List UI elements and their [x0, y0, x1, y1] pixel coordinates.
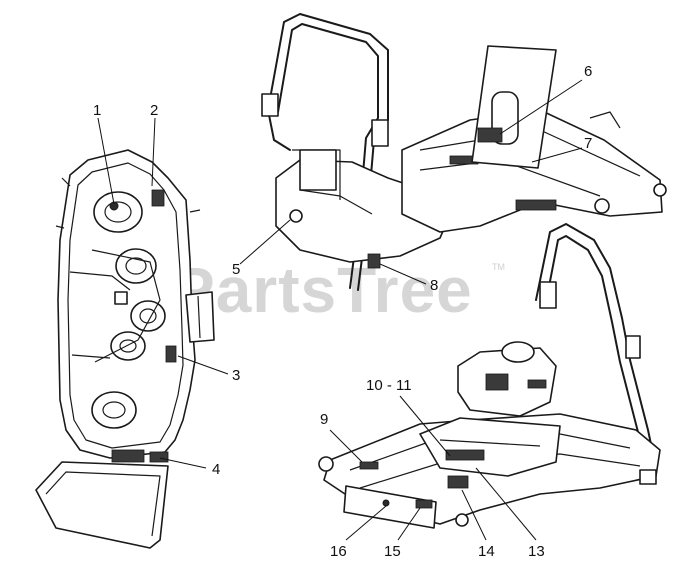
callout-2: 2 [150, 102, 158, 119]
callout-15: 15 [384, 543, 401, 560]
watermark: PartsTree TM [172, 254, 505, 326]
leader-lines [97, 79, 583, 541]
callout-5: 5 [232, 261, 240, 278]
callout-1: 1 [93, 102, 101, 119]
rollover-frame-drawing [261, 13, 667, 291]
watermark-text: PartsTree [172, 254, 473, 326]
callout-10-11: 10 - 11 [366, 377, 412, 394]
callout-14: 14 [478, 543, 495, 560]
mower-deck-drawing [35, 149, 215, 549]
callout-4: 4 [212, 461, 220, 478]
callout-8: 8 [430, 277, 438, 294]
callout-7: 7 [584, 135, 592, 152]
callout-13: 13 [528, 543, 545, 560]
chassis-drawing [318, 223, 661, 529]
watermark-tm: TM [492, 262, 505, 272]
callout-16: 16 [330, 543, 347, 560]
callout-6: 6 [584, 63, 592, 80]
callout-3: 3 [232, 367, 240, 384]
callouts: 1 2 3 4 5 6 7 8 9 10 - 11 13 14 15 16 [93, 63, 592, 560]
callout-9: 9 [320, 411, 328, 428]
